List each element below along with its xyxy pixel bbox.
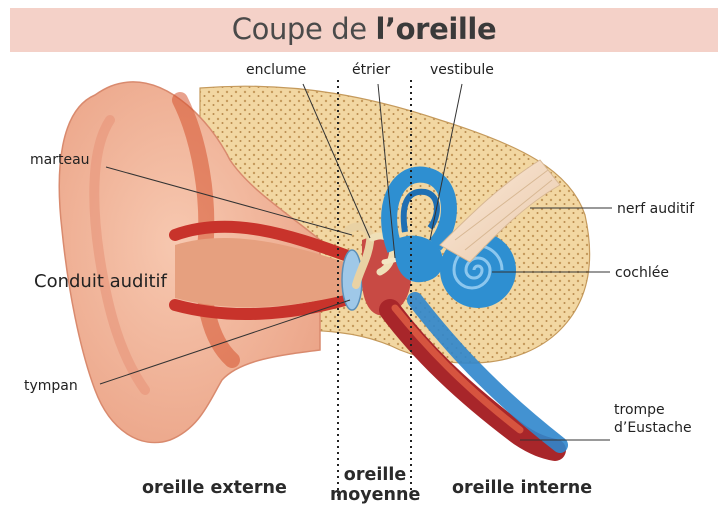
label-vestibule: vestibule [430,62,494,78]
label-etrier: étrier [352,62,390,78]
label-enclume: enclume [246,62,306,78]
section-oreille-externe: oreille externe [142,479,287,498]
label-tympan: tympan [24,378,78,394]
label-trompe-line1: trompe [614,402,665,418]
label-nerf-auditif: nerf auditif [617,201,694,217]
label-conduit-auditif: Conduit auditif [34,274,167,290]
label-trompe-line2: d’Eustache [614,420,692,436]
section-oreille-moyenne-line2: moyenne [330,486,420,505]
section-oreille-interne: oreille interne [452,479,592,498]
label-marteau: marteau [30,152,90,168]
section-oreille-moyenne-line1: oreille [330,466,420,485]
label-cochlee: cochlée [615,265,669,281]
